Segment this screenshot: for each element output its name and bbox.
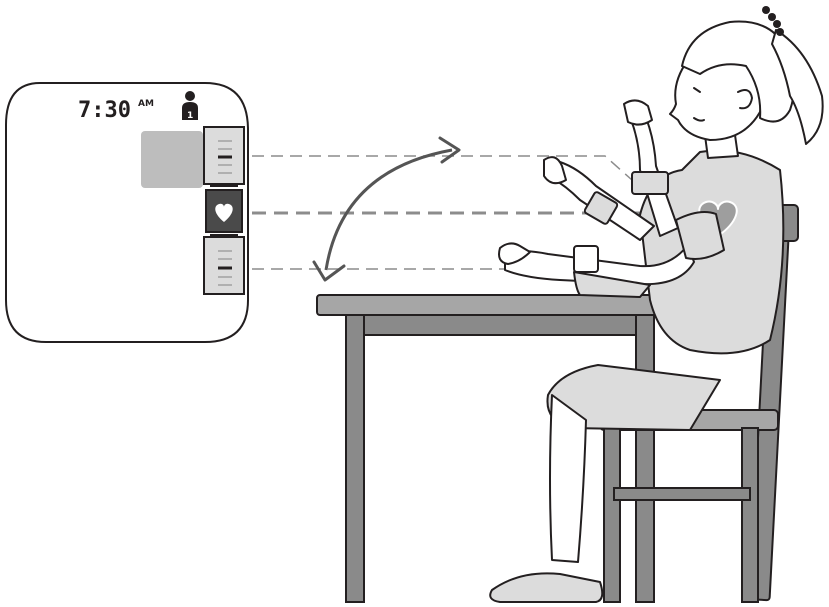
upper-guide-line [252, 155, 633, 181]
chair-stretcher [613, 487, 751, 501]
user-number-badge: 1 [187, 111, 193, 121]
table-leg-left [345, 314, 365, 603]
eye [693, 87, 701, 93]
wrist-device-middle [583, 191, 619, 225]
table [316, 294, 688, 603]
level-indicator [203, 126, 245, 295]
hair-tie [762, 6, 784, 36]
chair-front-leg [603, 427, 621, 603]
smile [693, 117, 705, 122]
reading-panel [141, 131, 203, 188]
hand-middle [543, 156, 567, 185]
lower-leg [549, 394, 587, 563]
upper-arm-cuff [675, 211, 725, 260]
wrist-device-raised [631, 171, 669, 195]
table-leg-right [635, 314, 655, 603]
hand-table [498, 242, 531, 265]
slipper [489, 572, 604, 603]
curved-double-arrow-icon [312, 136, 461, 282]
seated-woman [489, 6, 824, 603]
monitor-display: 7:30 AM 1 [5, 82, 249, 343]
ear [737, 89, 753, 110]
cuff-table [573, 271, 651, 298]
table-apron [351, 314, 653, 336]
arm-table [504, 244, 695, 286]
table-top [316, 294, 688, 316]
chair-back-leg [741, 427, 759, 603]
hair [681, 20, 796, 123]
heart-icon [215, 203, 233, 222]
user-silhouette-icon: 1 [182, 91, 198, 121]
clock-ampm: AM [138, 99, 154, 109]
wrist-device-table [573, 245, 599, 273]
clock-time: 7:30 [78, 98, 131, 123]
ponytail [771, 29, 824, 145]
hand-raised [623, 99, 653, 126]
